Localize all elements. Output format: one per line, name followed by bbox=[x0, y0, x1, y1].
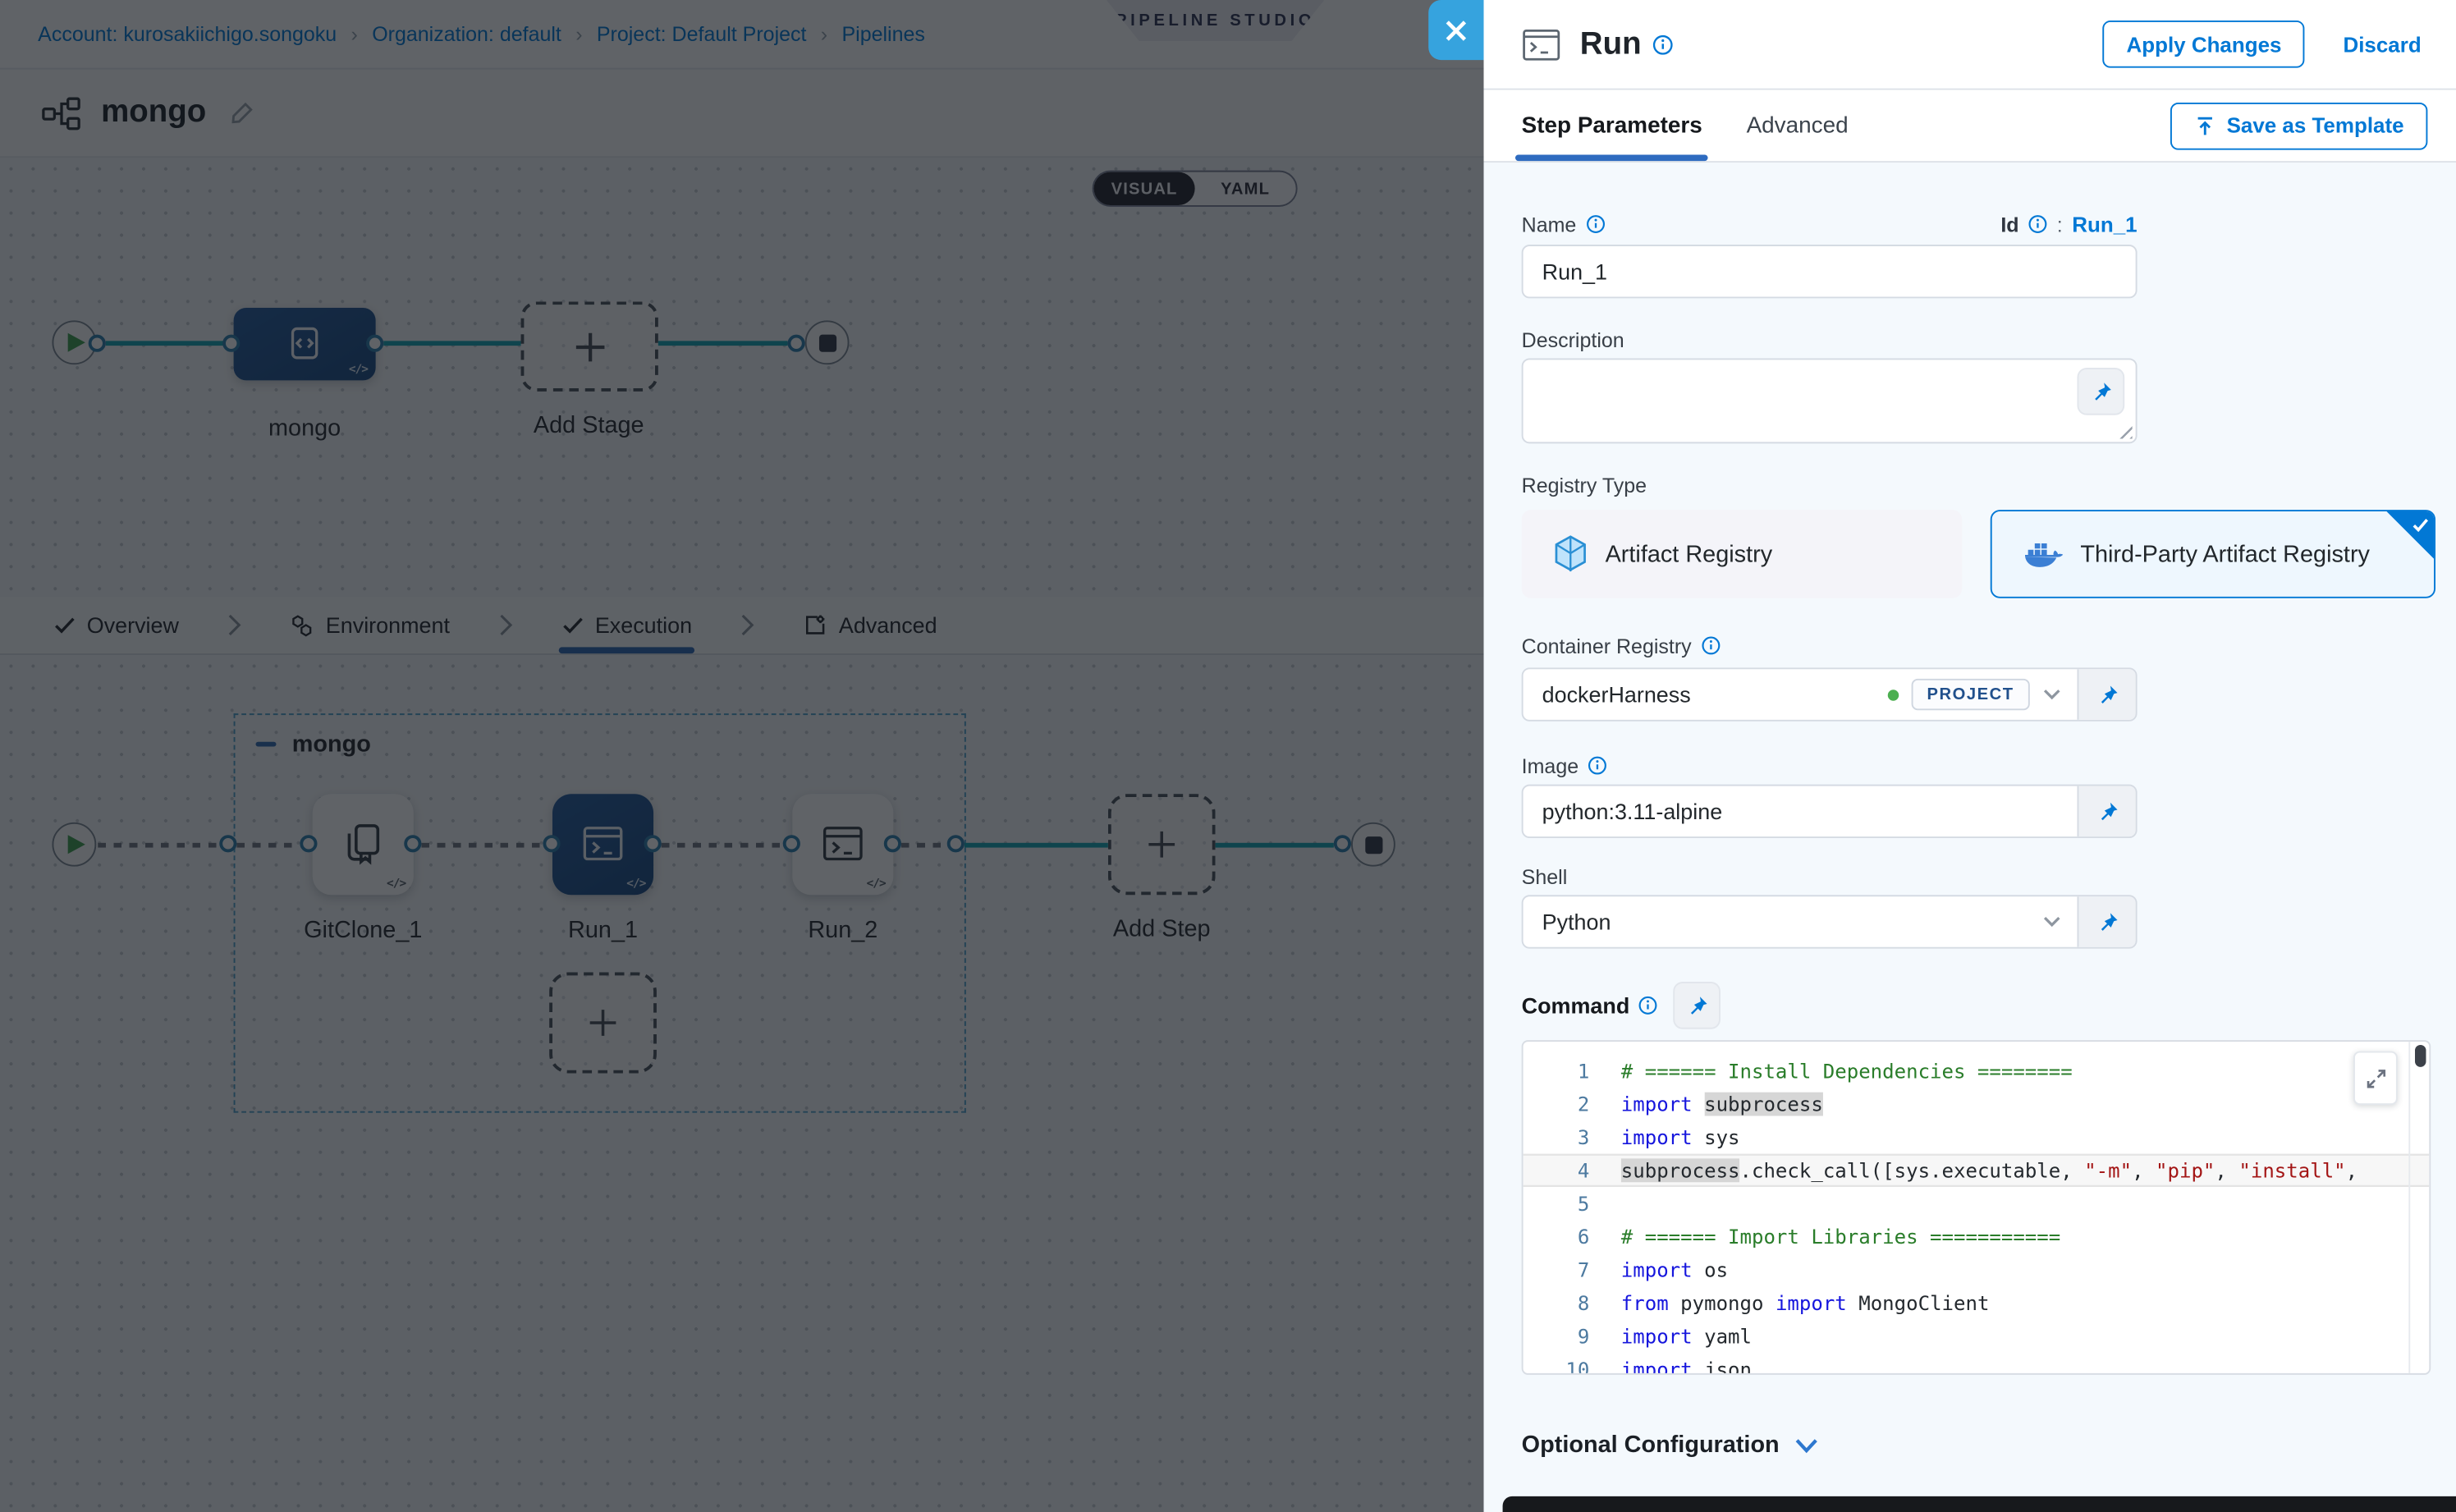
close-drawer-button[interactable] bbox=[1428, 0, 1484, 61]
check-icon bbox=[2412, 519, 2429, 533]
close-icon bbox=[1446, 20, 1467, 40]
apply-changes-button[interactable]: Apply Changes bbox=[2102, 20, 2306, 68]
description-field bbox=[1521, 358, 2138, 444]
info-icon[interactable] bbox=[1652, 34, 1673, 54]
name-input[interactable] bbox=[1521, 245, 2138, 299]
pipeline-studio-area: Account: kurosakiichigo.songoku › Organi… bbox=[0, 0, 1484, 1512]
registry-type-options: Artifact Registry Third-Party Artifact R… bbox=[1521, 510, 2436, 598]
pin-input-type-button[interactable] bbox=[2077, 669, 2136, 720]
info-icon[interactable] bbox=[1701, 636, 1720, 655]
pushpin-icon bbox=[2100, 912, 2117, 930]
image-field bbox=[1521, 784, 2138, 839]
shell-field: Python bbox=[1521, 895, 2138, 949]
optional-configuration-toggle[interactable]: Optional Configuration bbox=[1522, 1432, 2456, 1459]
modal-dim-overlay bbox=[0, 0, 1484, 1512]
info-icon[interactable] bbox=[2028, 215, 2047, 234]
registry-option-artifact[interactable]: Artifact Registry bbox=[1521, 510, 1963, 598]
pin-input-type-button[interactable] bbox=[1674, 982, 1721, 1029]
id-separator: : bbox=[2056, 212, 2063, 236]
command-code-editor[interactable]: 1# ====== Install Dependencies ======== 2… bbox=[1521, 1040, 2431, 1375]
id-label: Id bbox=[2000, 212, 2019, 236]
info-icon[interactable] bbox=[1588, 756, 1607, 775]
description-textarea[interactable] bbox=[1521, 358, 2138, 444]
save-as-template-label: Save as Template bbox=[2226, 113, 2404, 138]
panel-tabs: Step Parameters Advanced Save as Templat… bbox=[1483, 89, 2456, 163]
optional-configuration-label: Optional Configuration bbox=[1521, 1432, 1780, 1459]
id-value[interactable]: Run_1 bbox=[2072, 212, 2138, 236]
code-line[interactable]: 1# ====== Install Dependencies ======== bbox=[1577, 1059, 2073, 1084]
pushpin-icon bbox=[2100, 801, 2117, 820]
chevron-down-icon[interactable] bbox=[2042, 688, 2061, 700]
shell-select[interactable]: Python bbox=[1542, 909, 1611, 935]
expand-editor-button[interactable] bbox=[2353, 1051, 2398, 1106]
command-label: Command bbox=[1521, 992, 1630, 1019]
pushpin-icon bbox=[2100, 685, 2117, 703]
pin-input-type-button[interactable] bbox=[2077, 896, 2136, 947]
code-lines: 1# ====== Install Dependencies ======== 2… bbox=[1523, 1042, 2430, 1373]
container-registry-label: Container Registry bbox=[1521, 634, 1692, 657]
horizontal-scrollbar[interactable] bbox=[1502, 1496, 2456, 1512]
id-row: Id : Run_1 bbox=[2000, 212, 2137, 237]
step-config-panel: Run Apply Changes Discard Step Parameter… bbox=[1483, 0, 2456, 1512]
upload-icon bbox=[2197, 116, 2212, 135]
connected-status-dot bbox=[1887, 689, 1899, 700]
description-label-row: Description bbox=[1522, 327, 2456, 352]
docker-icon bbox=[2024, 543, 2064, 567]
container-registry-label-row: Container Registry bbox=[1522, 633, 2456, 658]
discard-button[interactable]: Discard bbox=[2334, 30, 2431, 57]
shell-label-row: Shell bbox=[1522, 864, 2456, 889]
tab-step-parameters[interactable]: Step Parameters bbox=[1514, 90, 1710, 162]
pushpin-icon bbox=[2094, 382, 2110, 400]
editor-scrollbar-thumb[interactable] bbox=[2415, 1044, 2426, 1067]
description-label: Description bbox=[1521, 327, 1624, 351]
panel-content: Name Id : Run_1 Description bbox=[1484, 163, 2456, 1512]
registry-option-third-party[interactable]: Third-Party Artifact Registry bbox=[1990, 510, 2436, 598]
panel-header: Run Apply Changes Discard bbox=[1483, 0, 2456, 90]
code-line[interactable]: 5 bbox=[1577, 1191, 1590, 1216]
chevron-down-icon[interactable] bbox=[2042, 915, 2061, 928]
scope-badge: PROJECT bbox=[1911, 678, 2030, 711]
pin-input-type-button[interactable] bbox=[2077, 786, 2136, 837]
name-label-row: Name bbox=[1522, 212, 1605, 237]
artifact-registry-icon bbox=[1555, 535, 1586, 572]
image-input[interactable] bbox=[1523, 786, 2078, 837]
command-label-row: Command bbox=[1522, 992, 1658, 1018]
container-registry-field: PROJECT bbox=[1521, 667, 2138, 722]
name-label: Name bbox=[1521, 212, 1577, 236]
save-as-template-button[interactable]: Save as Template bbox=[2170, 102, 2428, 149]
registry-type-label-row: Registry Type bbox=[1522, 472, 2456, 497]
registry-type-label: Registry Type bbox=[1521, 472, 1647, 497]
registry-option-third-party-label: Third-Party Artifact Registry bbox=[2080, 540, 2370, 568]
expand-icon bbox=[2366, 1069, 2385, 1088]
run-step-icon bbox=[1523, 29, 1560, 60]
pin-input-type-button[interactable] bbox=[2077, 368, 2125, 415]
registry-option-artifact-label: Artifact Registry bbox=[1605, 540, 1773, 568]
image-label: Image bbox=[1521, 754, 1579, 778]
image-label-row: Image bbox=[1522, 753, 2456, 778]
info-icon[interactable] bbox=[1586, 215, 1605, 234]
shell-label: Shell bbox=[1521, 864, 1568, 888]
chevron-down-icon bbox=[1796, 1438, 1818, 1453]
editor-scroll-track bbox=[2408, 1042, 2411, 1373]
panel-title: Run bbox=[1579, 25, 1642, 62]
pushpin-icon bbox=[1690, 996, 1707, 1014]
container-registry-input[interactable] bbox=[1523, 669, 1888, 720]
code-line[interactable]: 6# ====== Import Libraries =========== bbox=[1577, 1225, 2061, 1249]
info-icon[interactable] bbox=[1639, 996, 1658, 1015]
tab-advanced[interactable]: Advanced bbox=[1746, 112, 1849, 139]
